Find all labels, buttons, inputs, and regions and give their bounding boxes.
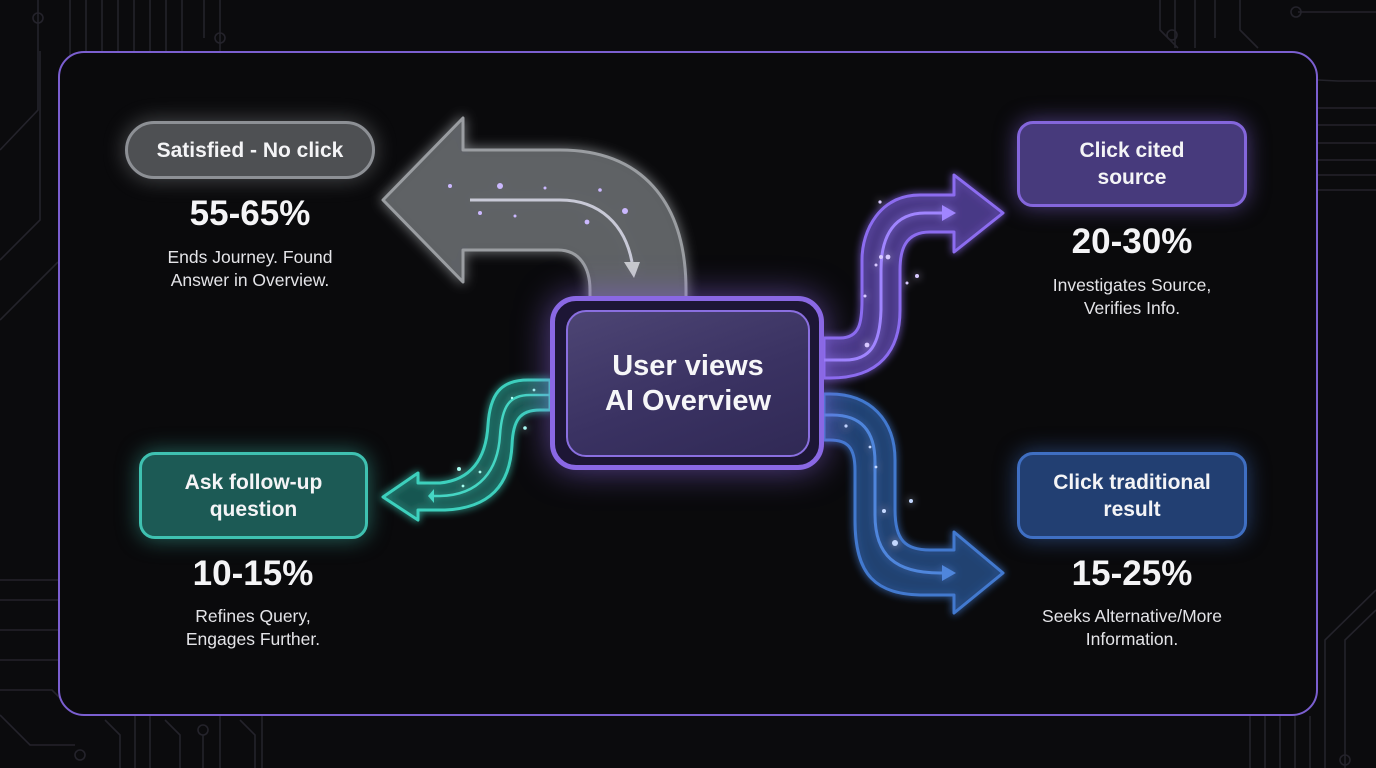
outcome-cited-label-line2: source (1097, 166, 1167, 189)
arrow-followup-body (381, 378, 552, 522)
arrow-cited-inner (824, 211, 944, 362)
arrow-cited-body (822, 173, 1005, 380)
outcome-traditional-description: Seeks Alternative/More Information. (1002, 605, 1262, 651)
center-node-label-line1: User views (612, 349, 764, 382)
outcome-cited-share: 20-30% (1071, 222, 1193, 261)
arrow-traditional-inner-head (942, 565, 956, 581)
arrow-traditional (822, 392, 1005, 615)
outcome-cited-label-line1: Click cited (1079, 139, 1185, 162)
arrow-followup (381, 378, 552, 522)
arrow-satisfied-inner (470, 198, 634, 263)
outcome-cited-description: Investigates Source, Verifies Info. (1002, 274, 1262, 320)
outcome-followup-desc-line2: Engages Further. (185, 629, 321, 649)
arrow-followup-inner-head (428, 489, 434, 503)
outcome-traditional-label-line1: Click traditional (1053, 470, 1211, 494)
outcome-followup-share: 10-15% (192, 554, 314, 593)
outcome-traditional-node: Click traditional result (1017, 452, 1247, 539)
outcome-followup-label-line1: Ask follow-up (184, 470, 323, 494)
outcome-satisfied-share: 55-65% (189, 194, 311, 233)
arrow-satisfied (381, 116, 688, 302)
arrow-traditional-inner (824, 413, 944, 575)
center-node: User views AI Overview (566, 310, 810, 457)
outcome-followup-node: Ask follow-up question (139, 452, 368, 539)
outcome-traditional-desc-line1: Seeks Alternative/More (1042, 606, 1222, 626)
outcome-cited-node: Click cited source (1017, 121, 1247, 207)
outcome-satisfied-node: Satisfied - No click (125, 121, 375, 179)
arrow-cited (822, 173, 1005, 380)
arrow-cited-inner-head (942, 205, 956, 221)
outcome-cited-desc-line1: Investigates Source, (1052, 275, 1212, 295)
outcome-satisfied-description: Ends Journey. Found Answer in Overview. (120, 246, 380, 292)
arrow-satisfied-inner-head (624, 262, 640, 278)
center-node-label-line2: AI Overview (604, 384, 772, 417)
outcome-traditional-share: 15-25% (1071, 554, 1193, 593)
outcome-traditional-desc-line2: Information. (1085, 629, 1179, 649)
outcome-followup-label-line2: question (209, 497, 298, 521)
arrow-traditional-body (822, 392, 1005, 615)
outcome-followup-description: Refines Query, Engages Further. (123, 605, 383, 651)
arrow-followup-inner (432, 393, 550, 498)
arrow-satisfied-body (381, 116, 688, 302)
outcome-satisfied-desc-line1: Ends Journey. Found (167, 247, 333, 267)
outcome-satisfied-desc-line2: Answer in Overview. (170, 270, 330, 290)
outcome-satisfied-label: Satisfied - No click (156, 138, 344, 162)
outcome-cited-desc-line2: Verifies Info. (1083, 298, 1181, 318)
outcome-traditional-label-line2: result (1103, 497, 1161, 521)
outcome-followup-desc-line1: Refines Query, (195, 606, 311, 626)
